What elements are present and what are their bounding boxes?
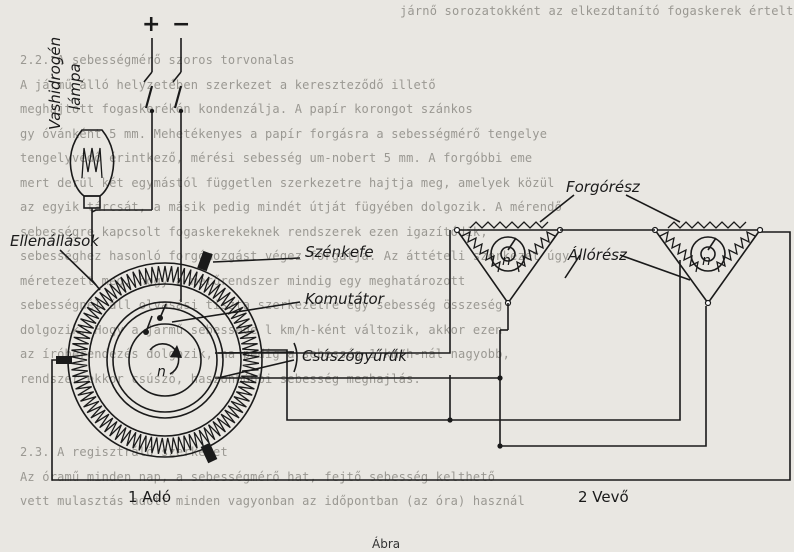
background-text-line: 2.2. A sebességmérő szoros torvonalas <box>20 53 295 67</box>
background-text-line: az egyik tárcsát, a másik pedig mindét ú… <box>20 200 562 214</box>
background-text-line: az íróberendezés dolgozik, ha pedig a se… <box>20 347 511 361</box>
background-text-line: sebességnél áll olvasási tiszta szerkeze… <box>20 298 503 312</box>
background-text-line: méretezett meg, hogy a mérőrendszer mind… <box>20 273 466 288</box>
receiver2-rotor-n: n <box>702 253 711 269</box>
background-text-line: 2.3. A regisztráló szerkezet <box>20 445 228 459</box>
background-text-line: sebességhez hasonló forgómozgást végez f… <box>20 249 570 263</box>
brush-left <box>56 356 72 364</box>
slip-rings-label: Csúszógyűrűk <box>302 347 407 365</box>
resistors-label: Ellenállások <box>10 232 99 250</box>
sender-resistor-zigzag <box>70 265 260 455</box>
receiver-label: 2 Vevő <box>578 488 629 506</box>
receiver-left <box>453 221 564 331</box>
commutator-label: Komutátor <box>305 290 384 308</box>
brush-bottom <box>200 442 218 464</box>
receiver1-rotor-n: n <box>502 253 511 269</box>
background-text-line: járnő sorozatokként az elkezdtanító foga… <box>400 4 794 18</box>
minus-terminal-label: − <box>172 12 191 37</box>
lamp-label-line2: lámpa <box>66 63 84 110</box>
transmission-lines <box>51 230 791 481</box>
background-text-line: A jármű álló helyzetében szerkezet a ker… <box>20 77 436 92</box>
switch-plus <box>144 85 154 109</box>
sender-ring <box>56 240 263 464</box>
lamp-label-line1: Vashidrogén <box>46 36 64 130</box>
brush-label: Szénkefe <box>305 243 374 261</box>
background-text-line: meghajtott fogaskerékén kondenzálja. A p… <box>20 102 473 116</box>
sender-rotor-n: n <box>157 364 166 380</box>
brush-top <box>197 250 213 272</box>
plus-terminal-label: + <box>142 12 161 37</box>
background-text-line: vett mulasztás adott minden vagyonban az… <box>20 494 525 508</box>
receiver-right <box>560 221 764 307</box>
background-text-line: sebességre kapcsolt fogaskerekeknek rend… <box>20 224 488 239</box>
dc-supply <box>96 38 184 240</box>
figure-caption: Ábra <box>372 537 401 551</box>
rotor-label: Forgórész <box>566 178 640 196</box>
background-text-line: mert derül két egymástól független szerk… <box>20 175 555 190</box>
stator-label: Állórész <box>568 246 627 264</box>
leader-lines <box>59 194 691 379</box>
switch-minus <box>173 85 183 109</box>
background-text-line: tengelyvédő érintkező, mérési sebesség u… <box>20 151 533 165</box>
sender-label: 1 Adó <box>128 488 172 506</box>
